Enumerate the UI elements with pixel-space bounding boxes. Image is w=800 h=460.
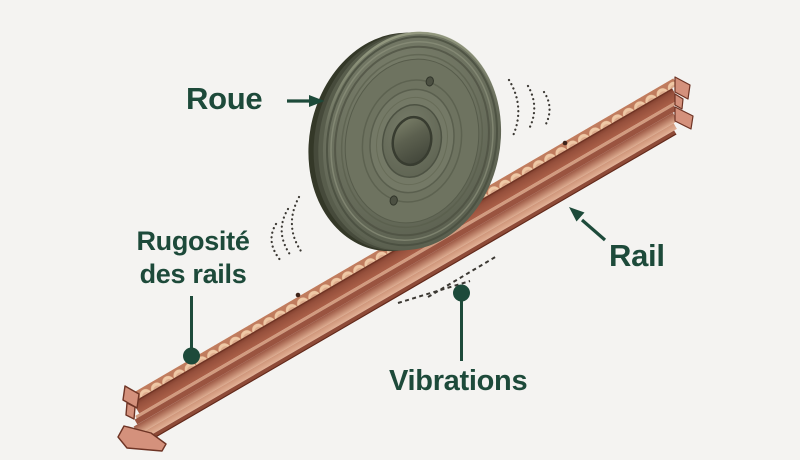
vibrations-leader [453, 284, 470, 361]
rail-web-shadow [134, 105, 677, 425]
rail-label: Rail [609, 238, 665, 273]
rail-head-underside [135, 101, 677, 419]
wheel-bolt-hole-bottom [389, 195, 398, 206]
vibrations-label: Vibrations [389, 365, 528, 397]
vibrations-leader-dot [453, 284, 470, 302]
rail-left-end-face [117, 385, 167, 452]
rail-web [133, 112, 678, 435]
vibration-arcs-lower-icon [270, 195, 305, 263]
rail-foot-top [134, 123, 677, 443]
wheel-3d [308, 31, 502, 252]
wheel-bolt-hole-top [425, 76, 434, 87]
vibration-arcs-upper-icon [507, 78, 551, 140]
rail-foot-edge [134, 130, 677, 449]
roue-label: Roue [186, 81, 263, 116]
rugosite-leader-dot [183, 347, 200, 365]
wheel-hub-hole [391, 115, 433, 167]
rugosite-leader [183, 296, 200, 365]
rugosite-label: Rugosité des rails [103, 225, 283, 291]
rail-hole-near [295, 292, 301, 298]
rugosite-label-line2: des rails [139, 259, 247, 289]
rugosite-label-line1: Rugosité [136, 226, 250, 256]
rail-head-side [132, 88, 679, 414]
rail-arrow-icon [569, 207, 607, 242]
rail-right-end-face [674, 76, 694, 130]
rail-hole-far [562, 140, 568, 146]
roue-arrow-icon [287, 95, 325, 107]
vibration-dashes-icon [397, 255, 498, 304]
